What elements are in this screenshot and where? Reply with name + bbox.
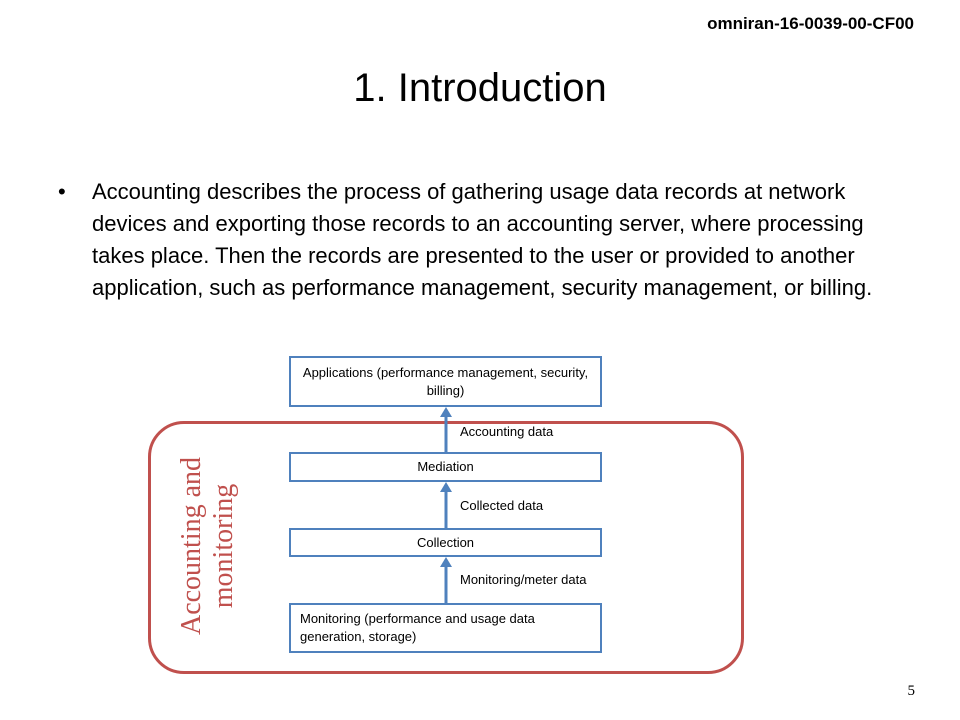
bullet-text: Accounting describes the process of gath… xyxy=(92,179,873,300)
monitoring-box: Monitoring (performance and usage data g… xyxy=(289,603,602,653)
arrow-up-icon xyxy=(440,407,452,452)
bullet-item: • Accounting describes the process of ga… xyxy=(58,176,898,304)
collection-box: Collection xyxy=(289,528,602,557)
group-label-line-2: monitoring xyxy=(208,483,239,609)
document-id: omniran-16-0039-00-CF00 xyxy=(707,14,914,33)
bullet-marker: • xyxy=(58,179,66,204)
collection-box-label: Collection xyxy=(416,534,475,550)
page-number: 5 xyxy=(907,683,916,699)
group-label-text: Accounting and monitoring xyxy=(176,457,240,635)
applications-box-label: Applications (performance management, se… xyxy=(302,364,589,398)
arrow-up-icon xyxy=(440,482,452,528)
group-label: Accounting and monitoring xyxy=(165,441,251,651)
collected-data-label: Collected data xyxy=(460,498,544,513)
bullet-list: • Accounting describes the process of ga… xyxy=(58,176,898,304)
accounting-data-label: Accounting data xyxy=(460,424,554,439)
arrow-up-icon xyxy=(440,557,452,603)
group-label-line-1: Accounting and xyxy=(176,456,207,636)
slide-title: 1. Introduction xyxy=(353,66,607,110)
mediation-box: Mediation xyxy=(289,452,602,482)
mediation-box-label: Mediation xyxy=(417,459,474,474)
applications-box: Applications (performance management, se… xyxy=(289,356,602,407)
monitoring-box-label: Monitoring (performance and usage data g… xyxy=(300,611,535,644)
monitoring-meter-data-label: Monitoring/meter data xyxy=(460,572,587,587)
